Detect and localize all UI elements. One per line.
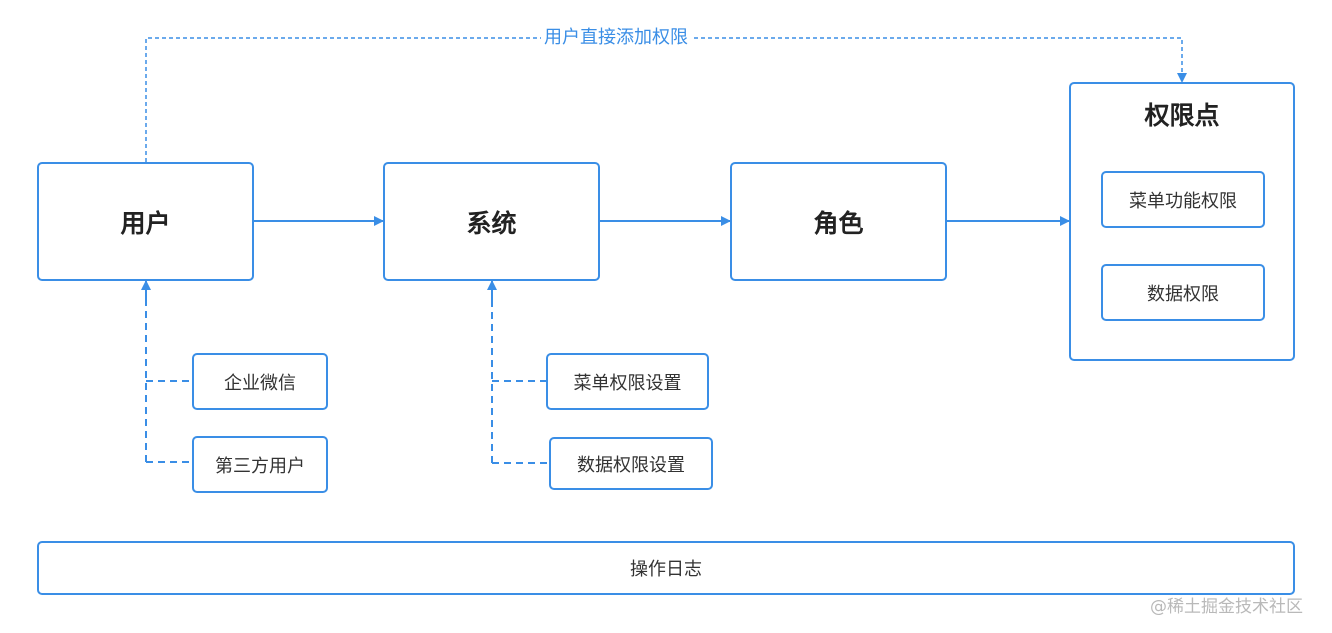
source-third-party-label: 第三方用户: [215, 455, 305, 477]
user-sources-connector: [145, 281, 192, 463]
system-settings-connector: [491, 281, 549, 464]
direct-permission-label: 用户直接添加权限: [541, 27, 691, 49]
permission-points-title: 权限点: [1144, 101, 1220, 130]
perm-data[interactable]: 数据权限: [1101, 264, 1265, 321]
permission-points-group[interactable]: 权限点 菜单功能权限 数据权限: [1069, 82, 1295, 361]
operation-log-bar[interactable]: 操作日志: [37, 541, 1295, 595]
perm-data-label: 数据权限: [1147, 283, 1219, 305]
watermark: @稀土掘金技术社区: [1150, 597, 1303, 617]
source-third-party[interactable]: 第三方用户: [192, 436, 328, 493]
setting-menu-permission-label: 菜单权限设置: [573, 372, 682, 394]
perm-menu-function[interactable]: 菜单功能权限: [1101, 171, 1265, 228]
system-node-label: 系统: [466, 208, 517, 238]
setting-data-permission-label: 数据权限设置: [577, 454, 685, 476]
user-node[interactable]: 用户: [37, 162, 254, 281]
role-node-label: 角色: [813, 208, 864, 238]
role-node[interactable]: 角色: [730, 162, 947, 281]
user-node-label: 用户: [120, 208, 171, 238]
direct-permission-link: [145, 37, 1187, 162]
setting-data-permission[interactable]: 数据权限设置: [549, 437, 713, 490]
perm-menu-function-label: 菜单功能权限: [1129, 190, 1237, 212]
setting-menu-permission[interactable]: 菜单权限设置: [546, 353, 709, 410]
source-wecom[interactable]: 企业微信: [192, 353, 328, 410]
source-wecom-label: 企业微信: [224, 372, 296, 394]
operation-log-label: 操作日志: [630, 559, 702, 580]
system-node[interactable]: 系统: [383, 162, 600, 281]
